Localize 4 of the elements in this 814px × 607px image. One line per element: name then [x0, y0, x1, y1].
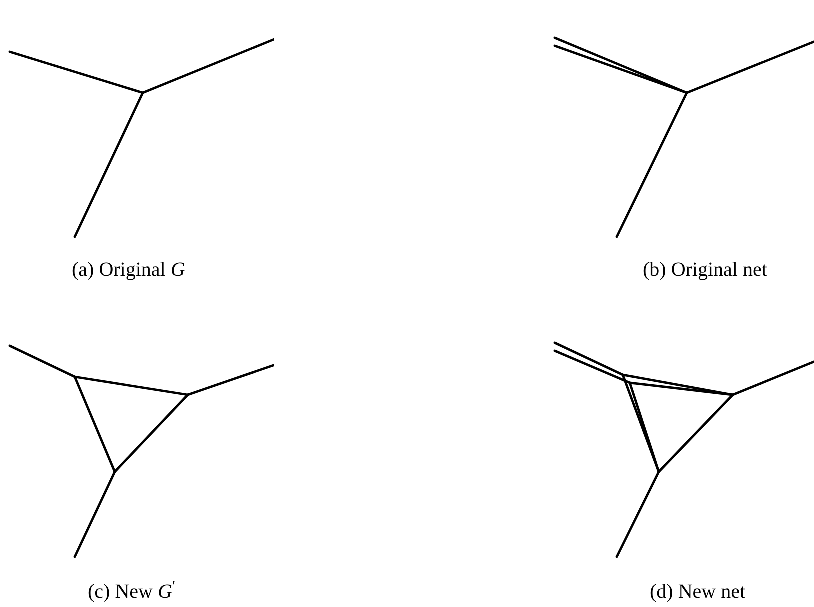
panel-caption: (b) Original net — [643, 258, 768, 282]
panel-caption: (d) New net — [650, 580, 746, 604]
panel-caption: (a) Original G — [72, 258, 186, 282]
panel-caption: (c) New G$^{′}$ — [88, 580, 176, 604]
